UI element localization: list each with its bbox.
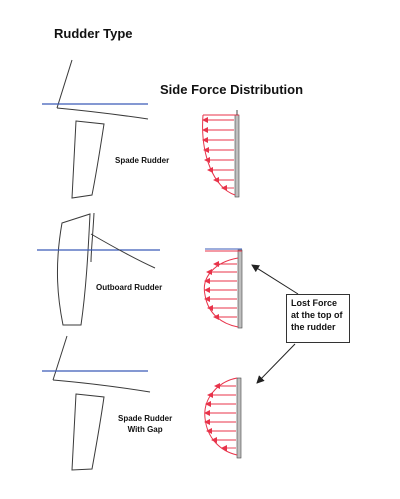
hull-bottom [52,379,151,393]
force-distribution-gap [204,377,242,459]
lost-force-callout: Lost Force at the top of the rudder [286,294,350,343]
rudder-bar [234,114,240,198]
gap-rudder-drawing [42,335,151,471]
callout-arrow-bottom [256,343,296,384]
outboard-rudder-label: Outboard Rudder [96,283,163,292]
outboard-rudder-drawing [37,212,160,326]
rudder-blade [71,120,105,199]
hull-bottom [56,107,149,120]
rudder-bar [237,249,243,329]
force-curve [204,377,238,456]
force-distribution-outboard [203,248,243,329]
spade-rudder-drawing [42,59,149,199]
hull-line [52,335,68,381]
rudder-blade [56,213,91,326]
force-curve [202,114,236,196]
gap-rudder-label: Spade Rudder With Gap [118,413,172,435]
force-distribution-spade [202,110,240,198]
hull-line [90,233,156,269]
diagram-subtitle: Side Force Distribution [160,82,304,97]
callout-arrow-top [251,264,299,295]
rudder-blade [71,393,105,471]
gap-rudder-label-line2: With Gap [127,425,163,434]
gap-rudder-label-line1: Spade Rudder [118,414,173,423]
rudder-stock [90,212,95,263]
rudder-bar [236,377,242,459]
diagram-title: Rudder Type [54,26,133,41]
hull-line [56,59,73,109]
spade-rudder-label: Spade Rudder [115,156,170,165]
